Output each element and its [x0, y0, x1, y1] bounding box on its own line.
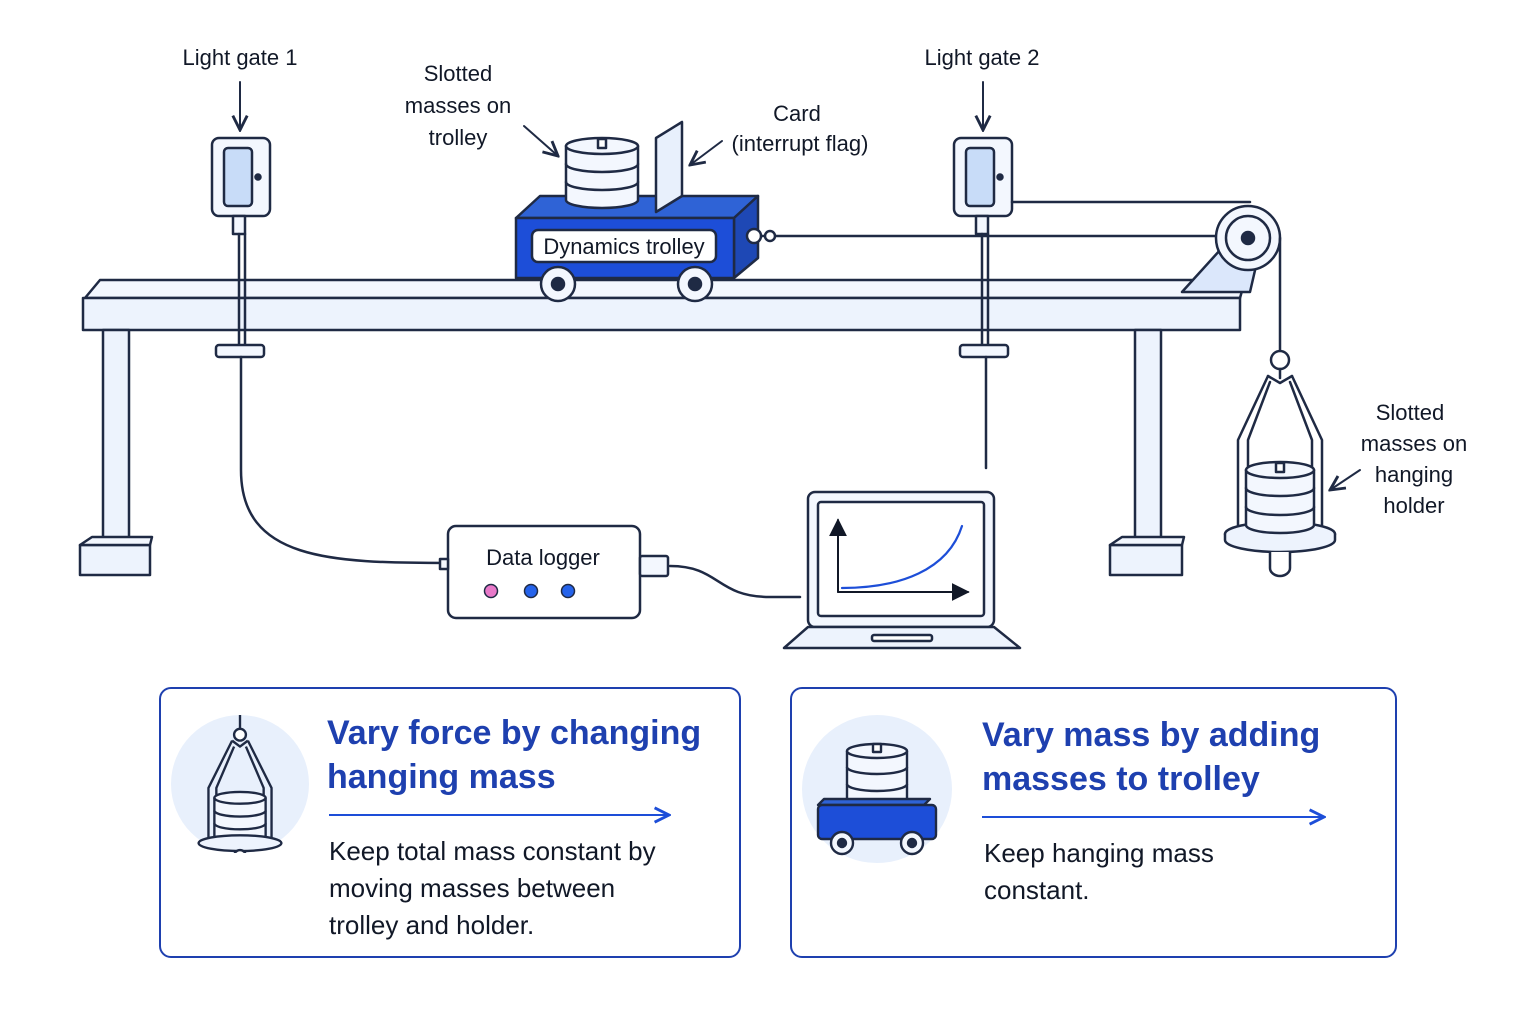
card-vary-force-arrow: [329, 807, 673, 823]
label-data-logger: Data logger: [486, 545, 600, 570]
label-card-line-2: (interrupt flag): [732, 131, 869, 156]
label-light-gate-2: Light gate 2: [925, 45, 1040, 70]
track: [78, 278, 1247, 577]
arrow-slotted-masses-holder: [1330, 469, 1361, 490]
hanging-mass-holder-icon: [171, 715, 309, 853]
label-light-gate-1: Light gate 1: [183, 45, 298, 70]
card-vary-mass-arrow: [982, 809, 1328, 825]
label-slotted-masses-holder-line-2: masses on: [1361, 431, 1467, 456]
arrow-card: [690, 140, 723, 165]
pulley: [1180, 204, 1282, 352]
label-slotted-masses-trolley-line-3: trolley: [429, 125, 488, 150]
label-slotted-masses-holder-line-1: Slotted: [1376, 400, 1445, 425]
trolley-with-masses-icon: [802, 715, 952, 863]
label-slotted-masses-trolley-line-2: masses on: [405, 93, 511, 118]
label-slotted-masses-holder-line-3: hanging: [1375, 462, 1453, 487]
hanging-mass-holder: [1223, 349, 1337, 578]
light-gate-2: [952, 136, 1014, 470]
cable-gate-1: [239, 355, 450, 565]
label-slotted-masses-holder-line-4: holder: [1383, 493, 1444, 518]
laptop: [782, 490, 1022, 650]
label-slotted-masses-trolley-line-1: Slotted: [424, 61, 493, 86]
arrow-slotted-masses-trolley: [523, 125, 558, 156]
light-gate-1: [210, 136, 272, 359]
label-card-line-1: Card: [773, 101, 821, 126]
data-logger: [438, 524, 670, 620]
dynamics-trolley: [514, 120, 777, 303]
cable-logger-laptop: [668, 564, 802, 599]
label-dynamics-trolley: Dynamics trolley: [543, 234, 704, 259]
